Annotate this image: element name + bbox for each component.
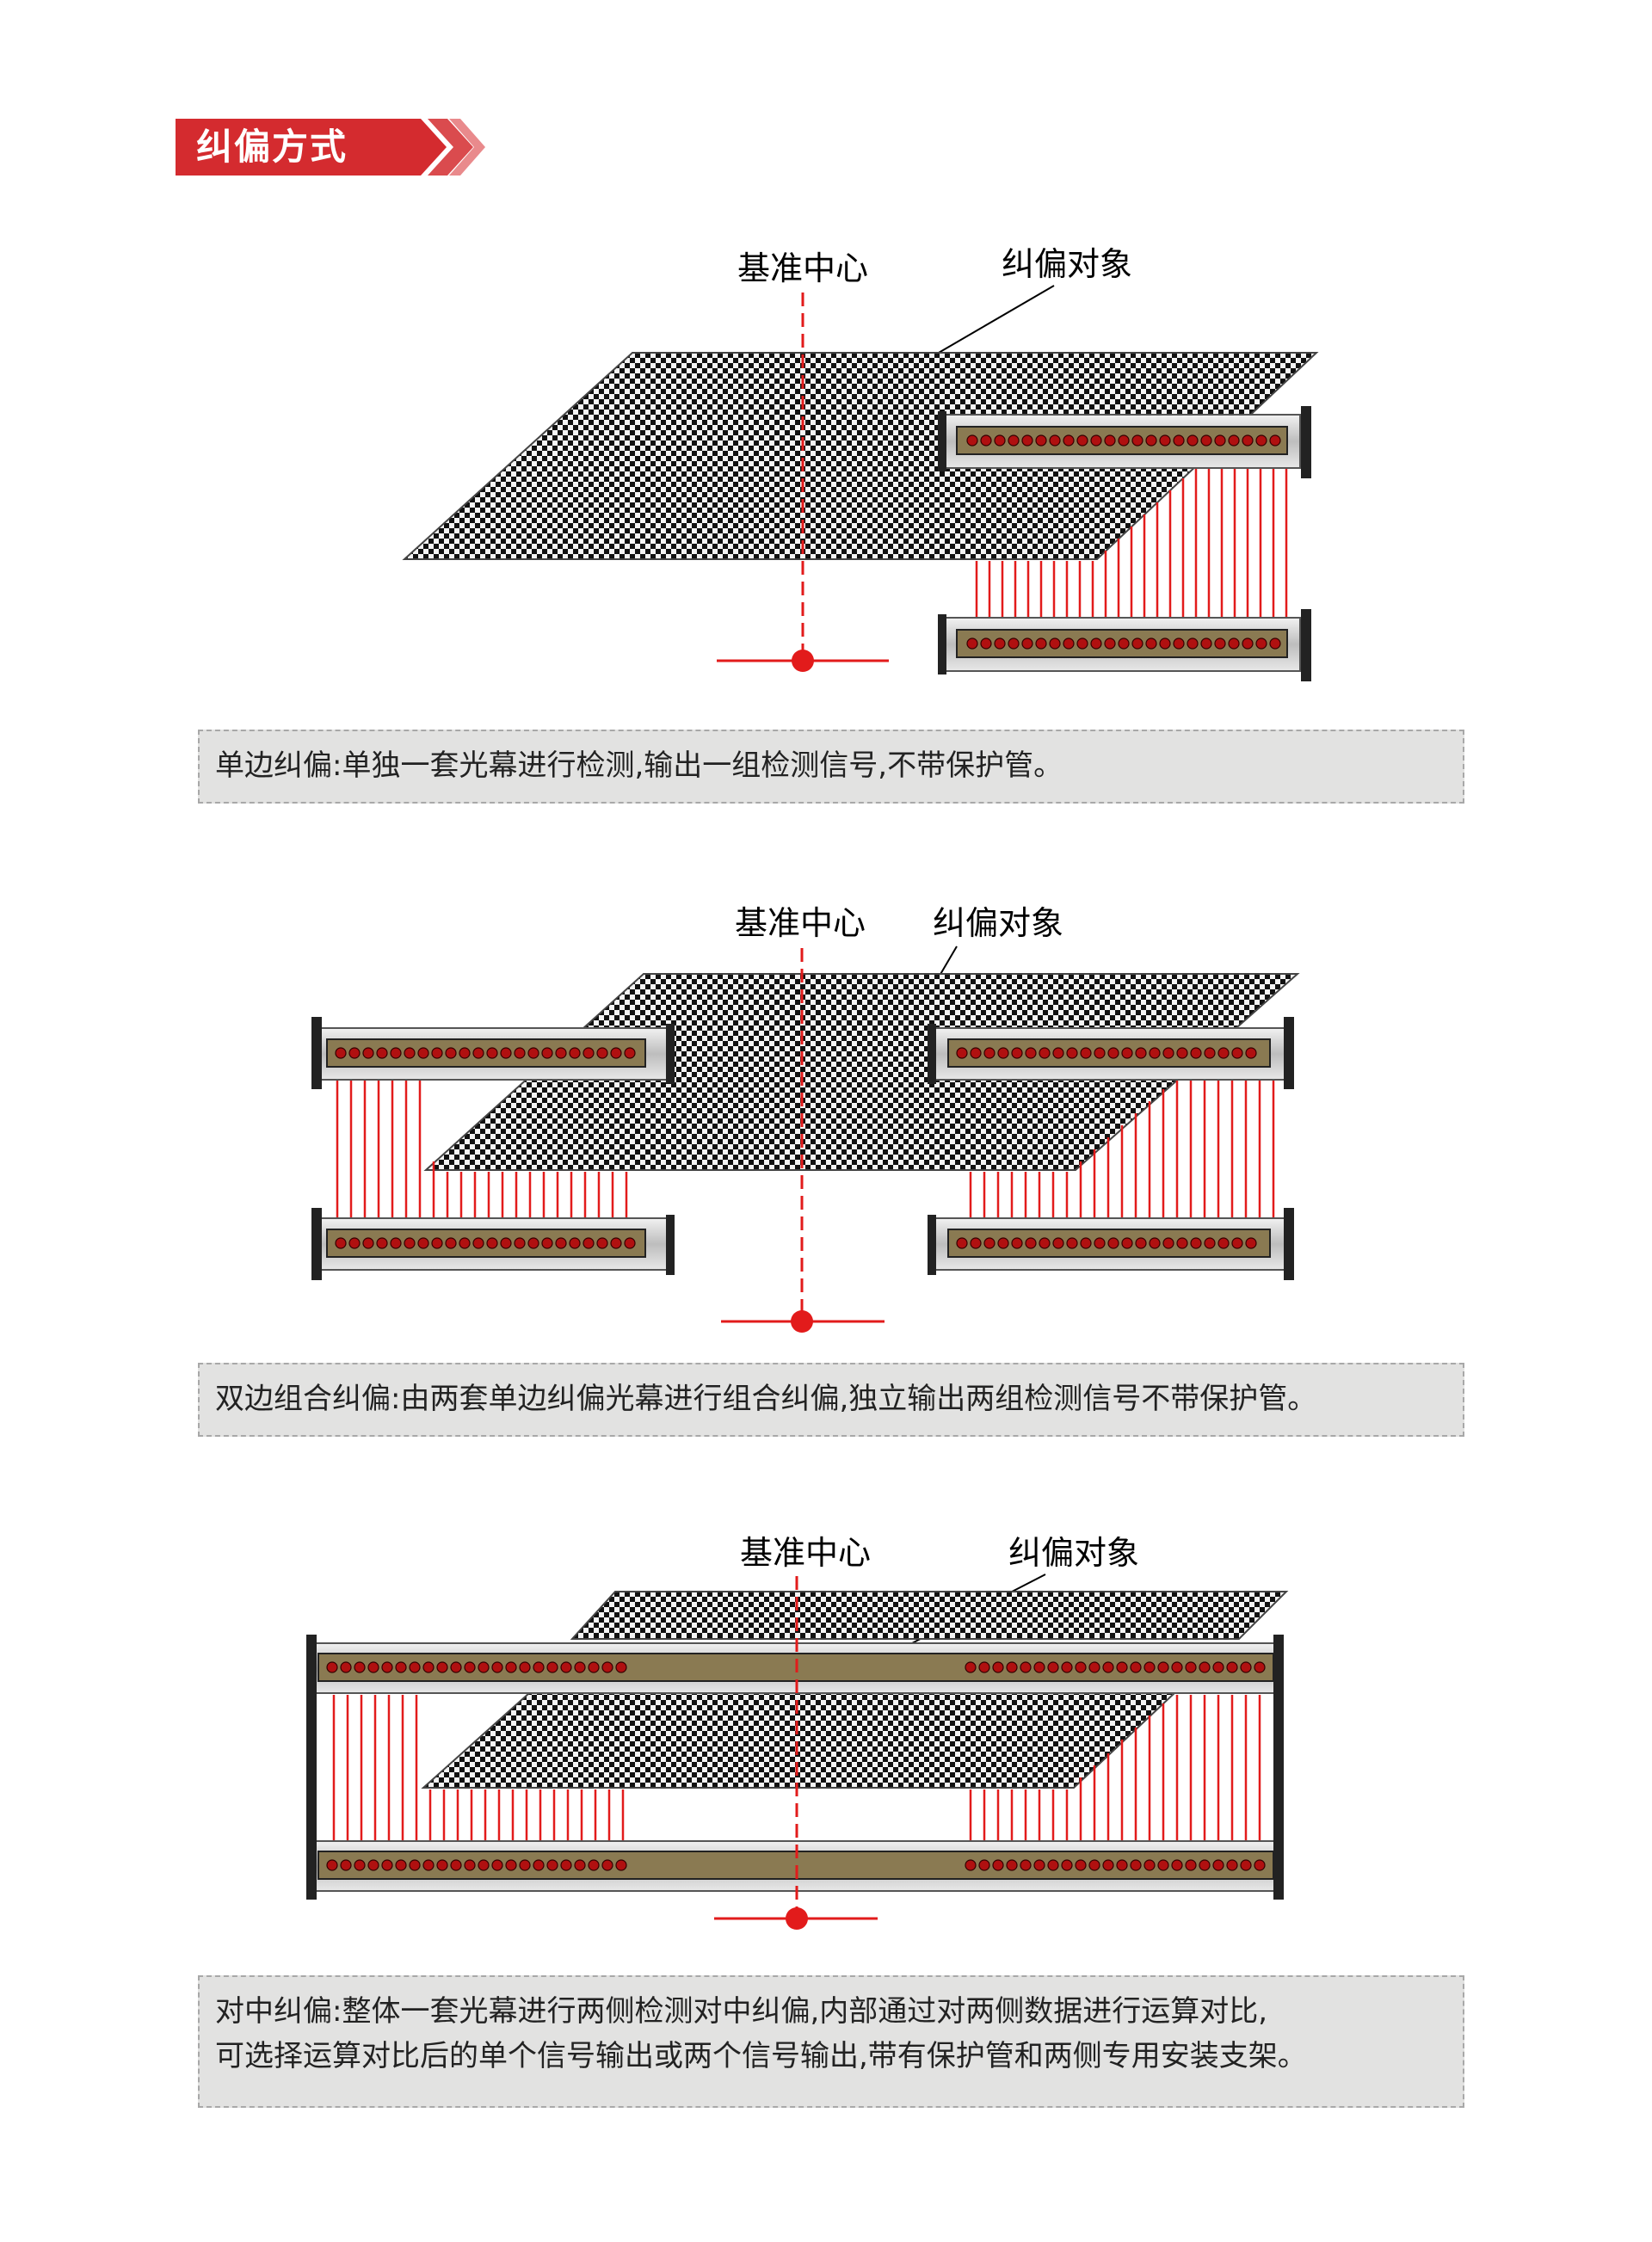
section-title: 纠偏方式: [196, 126, 348, 168]
diagram-2-object-label: 纠偏对象: [933, 904, 1063, 942]
diagram-3-web-main: [421, 1692, 1177, 1789]
diagram-2-right-emitter-bar: [928, 1017, 1294, 1089]
diagram-1-receiver-bar: [938, 609, 1311, 681]
diagram-2-right-receiver-bar: [928, 1208, 1294, 1280]
diagram-3-web-top: [570, 1591, 1289, 1640]
diagram-3-bottom-rail: [306, 1832, 1284, 1900]
caption-3-line-2: 可选择运算对比后的单个信号输出或两个信号输出,带有保护管和两侧专用安装支架。: [215, 2039, 1307, 2073]
diagram-centering: 基准中心 纠偏对象: [0, 1514, 1652, 1962]
caption-1-line-1: 单边纠偏:单独一套光幕进行检测,输出一组检测信号,不带保护管。: [215, 748, 1063, 783]
diagram-2-center-dot: [791, 1310, 813, 1333]
caption-centering: 对中纠偏:整体一套光幕进行两侧检测对中纠偏,内部通过对两侧数据进行运算对比, 可…: [198, 1975, 1464, 2108]
caption-2-line-1: 双边组合纠偏:由两套单边纠偏光幕进行组合纠偏,独立输出两组检测信号不带保护管。: [215, 1382, 1317, 1416]
diagram-1-center-dot: [792, 650, 814, 672]
diagram-3-center-label: 基准中心: [740, 1534, 871, 1572]
diagram-1-beams: [975, 466, 1288, 618]
diagram-single-edge: 基准中心 纠偏对象: [0, 224, 1652, 705]
section-header-badge: [176, 119, 485, 176]
diagram-2-center-label: 基准中心: [735, 904, 866, 942]
diagram-1-object-label: 纠偏对象: [1002, 245, 1132, 283]
caption-double-edge: 双边组合纠偏:由两套单边纠偏光幕进行组合纠偏,独立输出两组检测信号不带保护管。: [198, 1363, 1464, 1437]
diagram-1-emitter-bar: [938, 406, 1311, 478]
diagram-1-web: [402, 352, 1319, 560]
diagram-2-beams: [336, 1081, 1275, 1218]
diagram-2-left-emitter-bar: [311, 1017, 675, 1089]
diagram-2-web: [423, 973, 1300, 1171]
diagram-1-center-label: 基准中心: [737, 249, 868, 287]
diagram-3-object-label: 纠偏对象: [1008, 1534, 1139, 1572]
diagram-3-beams: [332, 1695, 1261, 1841]
diagram-2-left-receiver-bar: [311, 1208, 675, 1280]
diagram-3-center-dot: [786, 1907, 808, 1930]
caption-single-edge: 单边纠偏:单独一套光幕进行检测,输出一组检测信号,不带保护管。: [198, 730, 1464, 804]
diagram-double-edge: 基准中心 纠偏对象: [0, 886, 1652, 1377]
caption-3-line-1: 对中纠偏:整体一套光幕进行两侧检测对中纠偏,内部通过对两侧数据进行运算对比,: [215, 1994, 1268, 2029]
